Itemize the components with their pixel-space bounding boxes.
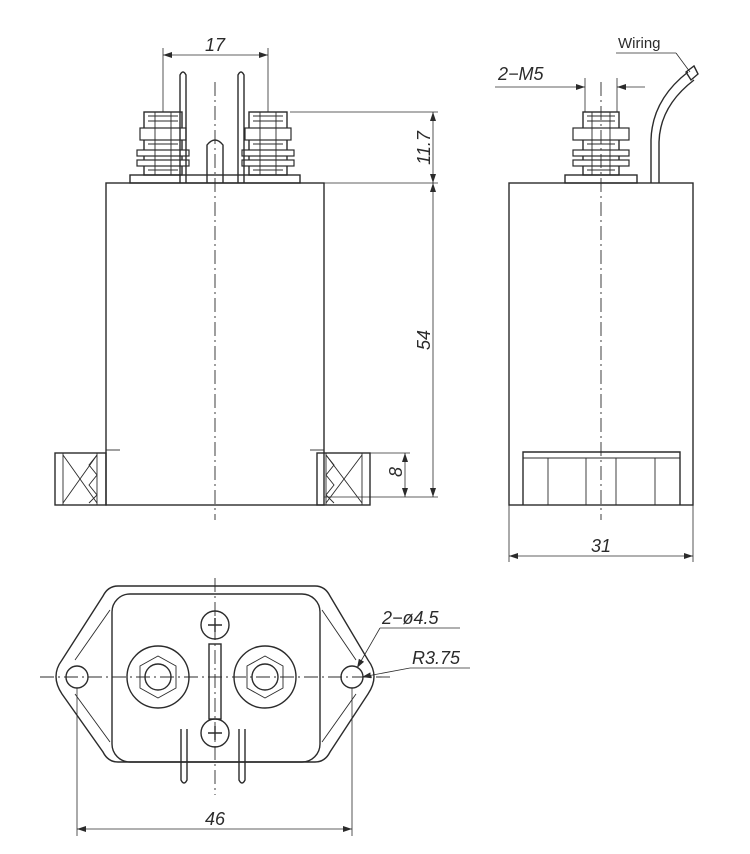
wiring-label: Wiring — [618, 35, 661, 52]
thread-label: 2−M5 — [497, 64, 545, 84]
wire-lead-left — [650, 71, 689, 183]
body-outline — [111, 593, 321, 763]
dim-8-text: 8 — [386, 467, 406, 477]
right-terminal — [241, 111, 295, 176]
wiring-callout: Wiring — [616, 35, 691, 73]
front-view: 17 11.7 54 8 — [54, 35, 438, 520]
hole-label: 2−ø4.5 — [381, 608, 440, 628]
mount-outline — [55, 585, 375, 763]
dim-side-width: 31 — [508, 505, 694, 562]
top-pin-right — [238, 729, 246, 784]
dim-31-text: 31 — [591, 536, 611, 556]
dim-46-text: 46 — [205, 809, 226, 829]
right-flange — [316, 452, 371, 506]
dim-vertical-stack: 11.7 54 8 — [290, 111, 438, 498]
radius-callout: R3.75 — [361, 648, 470, 679]
dim-17-text: 17 — [205, 35, 226, 55]
dim-11-7-text: 11.7 — [414, 130, 434, 165]
wire-lead-right — [658, 79, 695, 183]
dim-54-text: 54 — [414, 330, 434, 350]
hole-callout: 2−ø4.5 — [356, 608, 460, 669]
top-pin-left — [180, 729, 188, 784]
left-pin — [179, 71, 187, 183]
dim-mount-width: 46 — [76, 688, 353, 836]
side-view: 2−M5 Wiring 31 — [495, 35, 699, 562]
dim-terminal-spacing: 17 — [162, 35, 269, 112]
radius-label: R3.75 — [412, 648, 461, 668]
right-pin — [237, 71, 245, 183]
wire-tip — [685, 64, 699, 82]
top-view: 2−ø4.5 R3.75 46 — [40, 578, 470, 836]
thread-callout: 2−M5 — [495, 64, 645, 112]
left-terminal — [136, 111, 190, 176]
left-flange — [54, 452, 107, 506]
